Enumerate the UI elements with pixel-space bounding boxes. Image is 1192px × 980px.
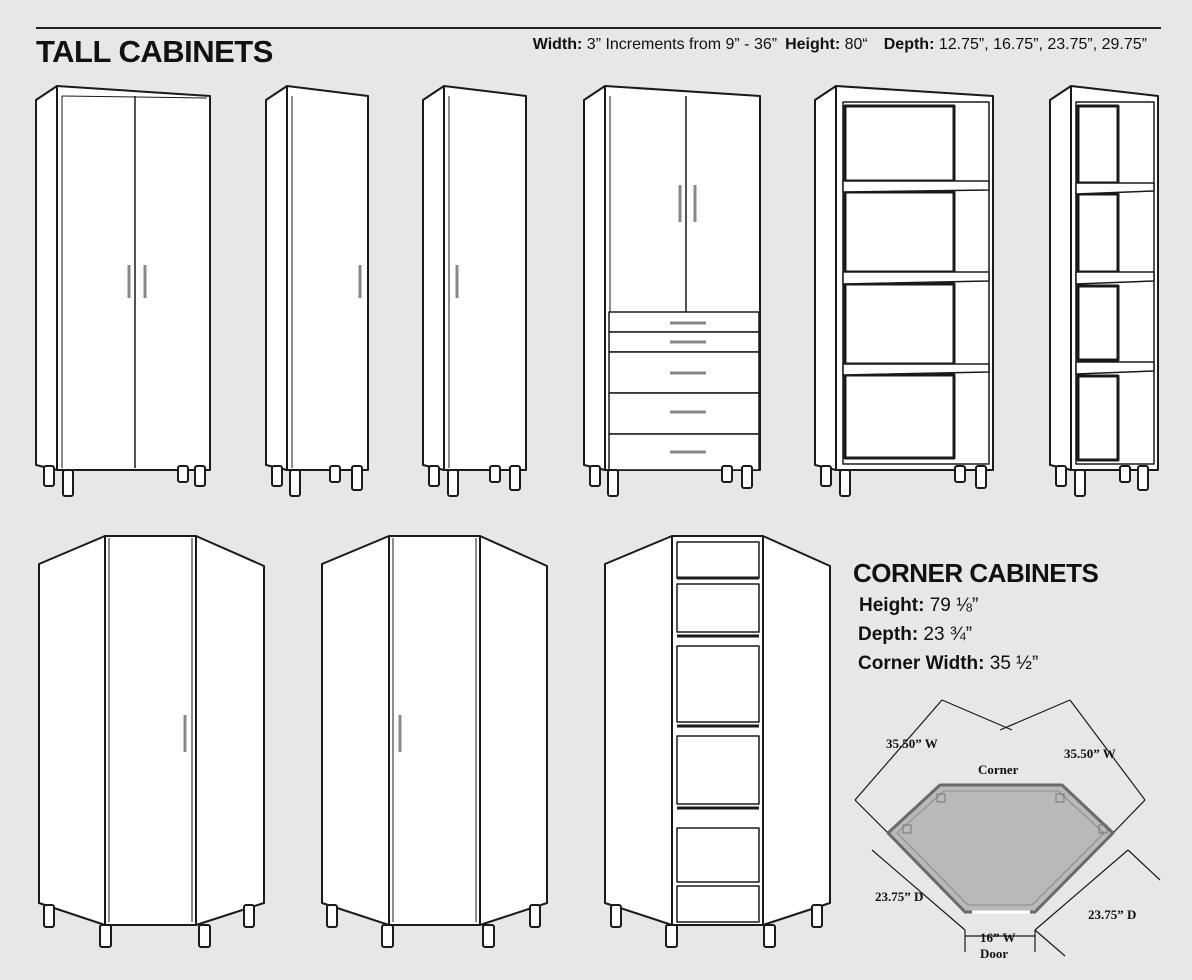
cabinet-open-shelves-narrow [1049,85,1159,497]
page-title: TALL CABINETS [36,34,273,69]
label-left-width: 35.50” W [886,736,938,751]
corner-depth-label: Depth: [858,624,919,645]
label-corner: Corner [978,762,1019,777]
corner-cabinets-title: CORNER CABINETS [853,558,1099,588]
label-left-depth: 23.75” D [875,889,923,904]
cabinet-two-door-wide [35,85,211,497]
label-right-width: 35.50” W [1064,746,1116,761]
depth-value: 12.75”, 16.75”, 23.75”, 29.75” [934,36,1147,53]
corner-cabinet-open-shelves [604,535,831,948]
dim-line-right-depth [1034,849,1129,931]
dim-ext-right [999,699,1071,731]
corner-width-label: Corner Width: [858,653,985,674]
dim-line-left-width [854,699,943,801]
width-label: Width: [532,36,583,53]
cabinet-open-shelves-wide [814,85,994,497]
corner-cabinet-door-left-handle [321,535,548,948]
cabinet-single-door-narrow-b [422,85,527,497]
top-rule [36,27,1161,29]
label-door: Door [980,946,1008,961]
corner-depth-value: 23 ¾” [918,624,973,645]
dim-line-left-depth [871,849,966,931]
label-right-depth: 23.75” D [1088,907,1136,922]
corner-height-spec: Height: 79 ⅛” [859,595,978,617]
corner-height-value: 79 ⅛” [924,595,979,616]
dim-line-right-width [1069,699,1146,801]
height-value: 80“ [840,36,868,53]
corner-plan-view: 35.50” W 35.50” W Corner 23.75” D 23.75”… [854,699,1161,961]
label-door-width: 16” W [980,930,1016,945]
corner-height-label: Height: [859,595,925,616]
dim-ext-left [941,699,1013,731]
corner-cabinet-door-right-handle [38,535,265,948]
corner-width-value: 35 ½” [984,653,1039,674]
tall-cabinet-specs: Width: 3” Increments from 9” - 36” Height… [533,36,1147,54]
depth-label: Depth: [883,36,935,53]
corner-depth-spec: Depth: 23 ¾” [858,624,972,646]
width-value: 3” Increments from 9” - 36” [582,36,778,53]
height-label: Height: [785,36,841,53]
cabinet-doors-with-drawers [583,85,761,497]
cabinet-single-door-narrow-a [265,85,369,497]
corner-width-spec: Corner Width: 35 ½” [858,653,1038,675]
